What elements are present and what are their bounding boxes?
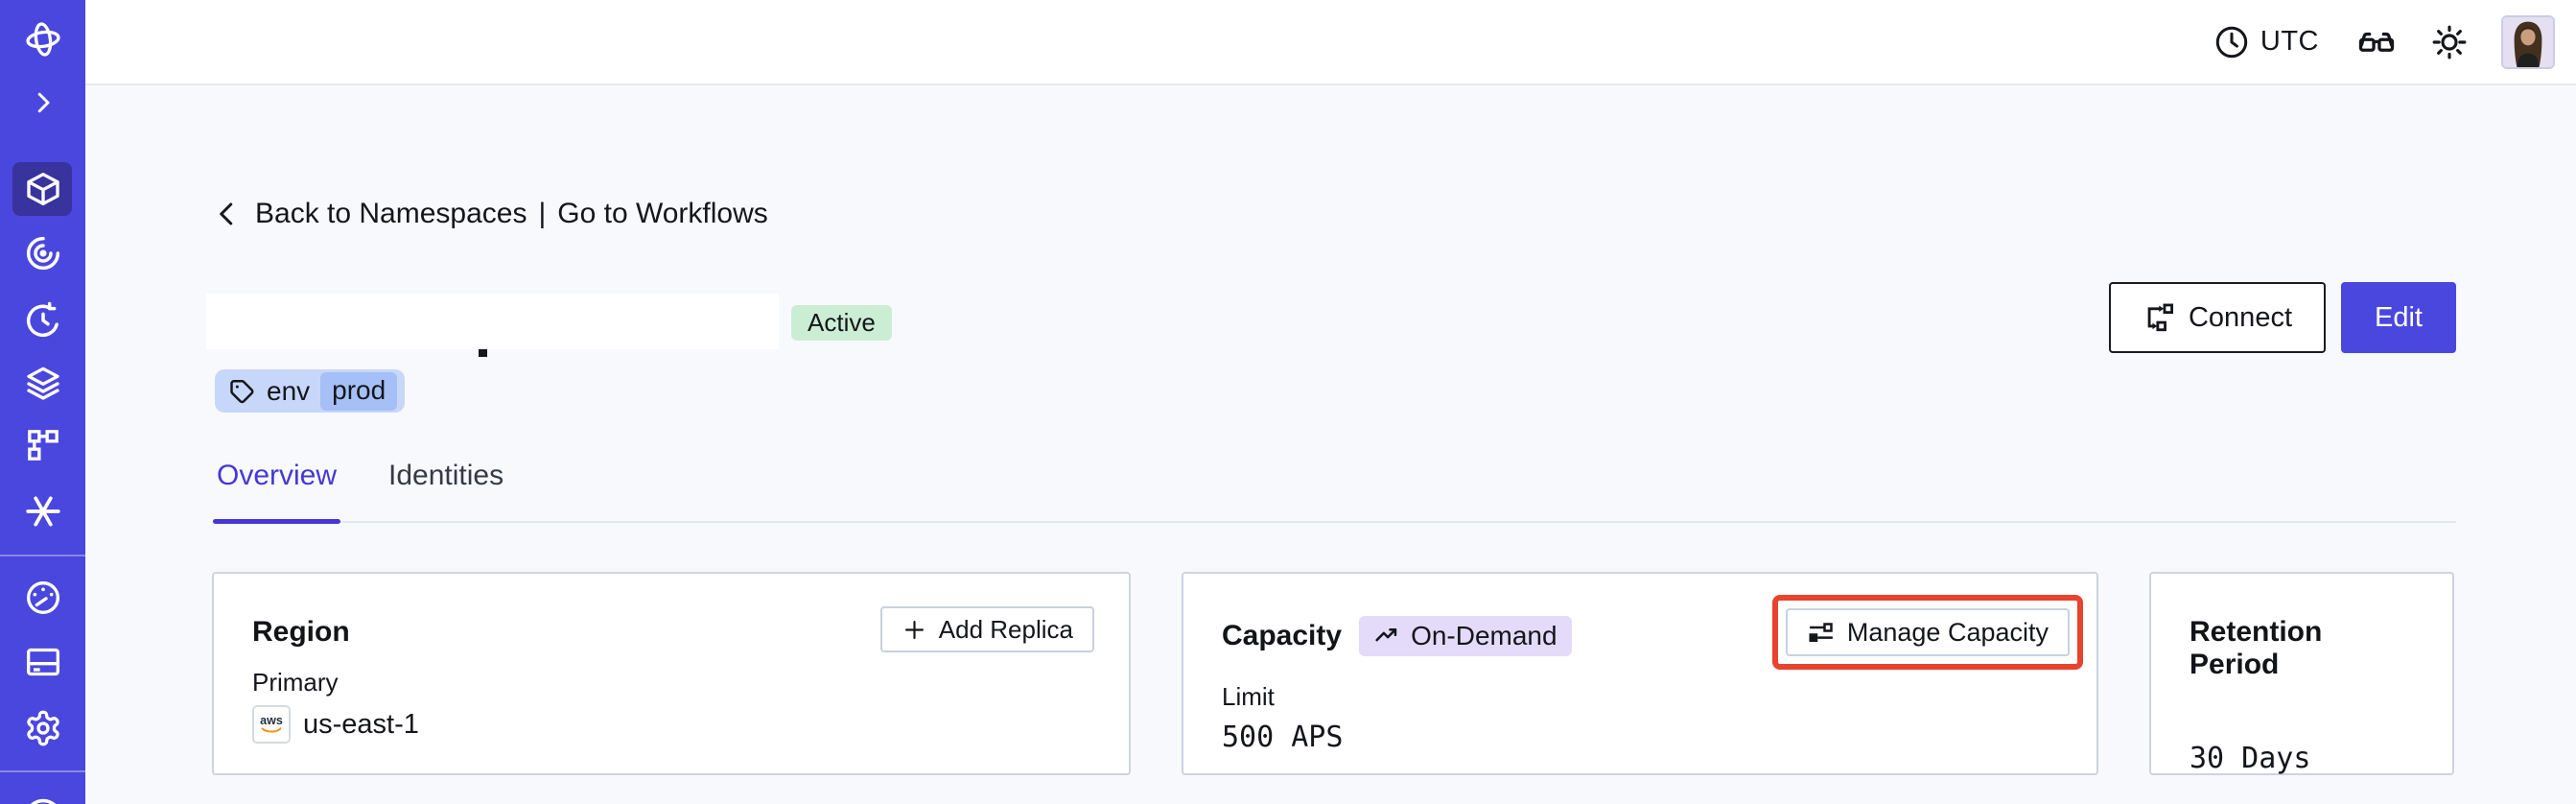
connect-button[interactable]: Connect [2109,282,2326,353]
temporal-logo-icon[interactable] [23,19,63,59]
billing-card-icon[interactable] [24,643,62,681]
on-demand-badge: On-Demand [1359,616,1572,656]
edit-button-label: Edit [2375,301,2423,333]
retention-card: Retention Period 30 Days [2149,572,2454,775]
breadcrumb-workflows-link[interactable]: Go to Workflows [557,198,768,229]
primary-label: Primary [252,668,339,697]
breadcrumb-back-link[interactable]: Back to Namespaces [255,198,527,229]
timezone-label: UTC [2260,26,2319,57]
trend-up-icon [1373,623,1401,650]
tag-key-label: env [267,375,311,406]
on-demand-label: On-Demand [1411,621,1557,650]
tab-overview[interactable]: Overview [213,452,341,524]
namespaces-cube-icon[interactable] [24,170,62,208]
user-avatar[interactable] [2501,14,2555,69]
svg-text:aws: aws [260,714,283,727]
expand-chevron-right-icon[interactable] [29,88,58,117]
sidebar [0,0,85,804]
region-card: Region Add Replica Primary aws us- [212,572,1131,775]
redacted-text-artifact [479,349,487,357]
breadcrumb[interactable]: Back to Namespaces | Go to Workflows [213,196,768,232]
labs-glasses-icon[interactable] [2355,21,2398,63]
connect-button-label: Connect [2188,301,2292,333]
main-content: Back to Namespaces | Go to Workflows Act… [85,85,2576,804]
aws-provider-icon: aws [252,705,291,744]
manage-capacity-label: Manage Capacity [1846,617,2049,647]
workflows-spiral-icon[interactable] [24,234,62,272]
tag-icon [227,377,256,406]
sliders-icon [1807,618,1836,647]
schedules-clock-icon[interactable] [24,301,62,340]
clock-icon [2213,24,2250,60]
add-replica-button[interactable]: Add Replica [879,606,1094,652]
manage-capacity-highlight: Manage Capacity [1771,595,2083,670]
status-badge: Active [791,305,892,341]
capacity-card: Capacity On-Demand [1182,572,2098,775]
settings-gear-icon[interactable] [24,709,62,747]
capacity-card-title: Capacity [1222,620,1343,651]
manage-capacity-button[interactable]: Manage Capacity [1785,608,2070,656]
deployments-branch-icon[interactable] [24,426,62,464]
theme-sun-icon[interactable] [2430,23,2469,61]
tab-bar: Overview Identities [213,452,2456,524]
timezone-button[interactable]: UTC [2213,24,2319,60]
region-card-title: Region [252,616,350,648]
sidebar-divider [0,555,85,556]
capacity-value: 500 APS [1222,721,1344,754]
connect-route-icon [2143,301,2175,334]
tag-value-label: prod [320,371,398,411]
nexus-asterisk-icon[interactable] [24,492,62,531]
edit-button[interactable]: Edit [2341,282,2456,353]
usage-gauge-icon[interactable] [24,579,62,617]
chevron-left-icon [213,200,242,228]
topbar: UTC [85,0,2576,85]
retention-card-title: Retention Period [2190,616,2323,680]
breadcrumb-separator: | [538,198,547,229]
limit-label: Limit [1222,682,1275,711]
account-circle-icon[interactable] [22,796,64,804]
plus-icon [902,617,927,643]
namespace-title-redacted [206,294,779,349]
namespace-tag[interactable]: env prod [215,369,406,413]
tab-identities[interactable]: Identities [388,460,504,491]
sidebar-divider [0,770,85,772]
region-value: us-east-1 [303,708,419,740]
queues-layers-icon[interactable] [24,364,62,402]
add-replica-label: Add Replica [938,614,1073,644]
retention-value: 30 Days [2190,742,2311,775]
